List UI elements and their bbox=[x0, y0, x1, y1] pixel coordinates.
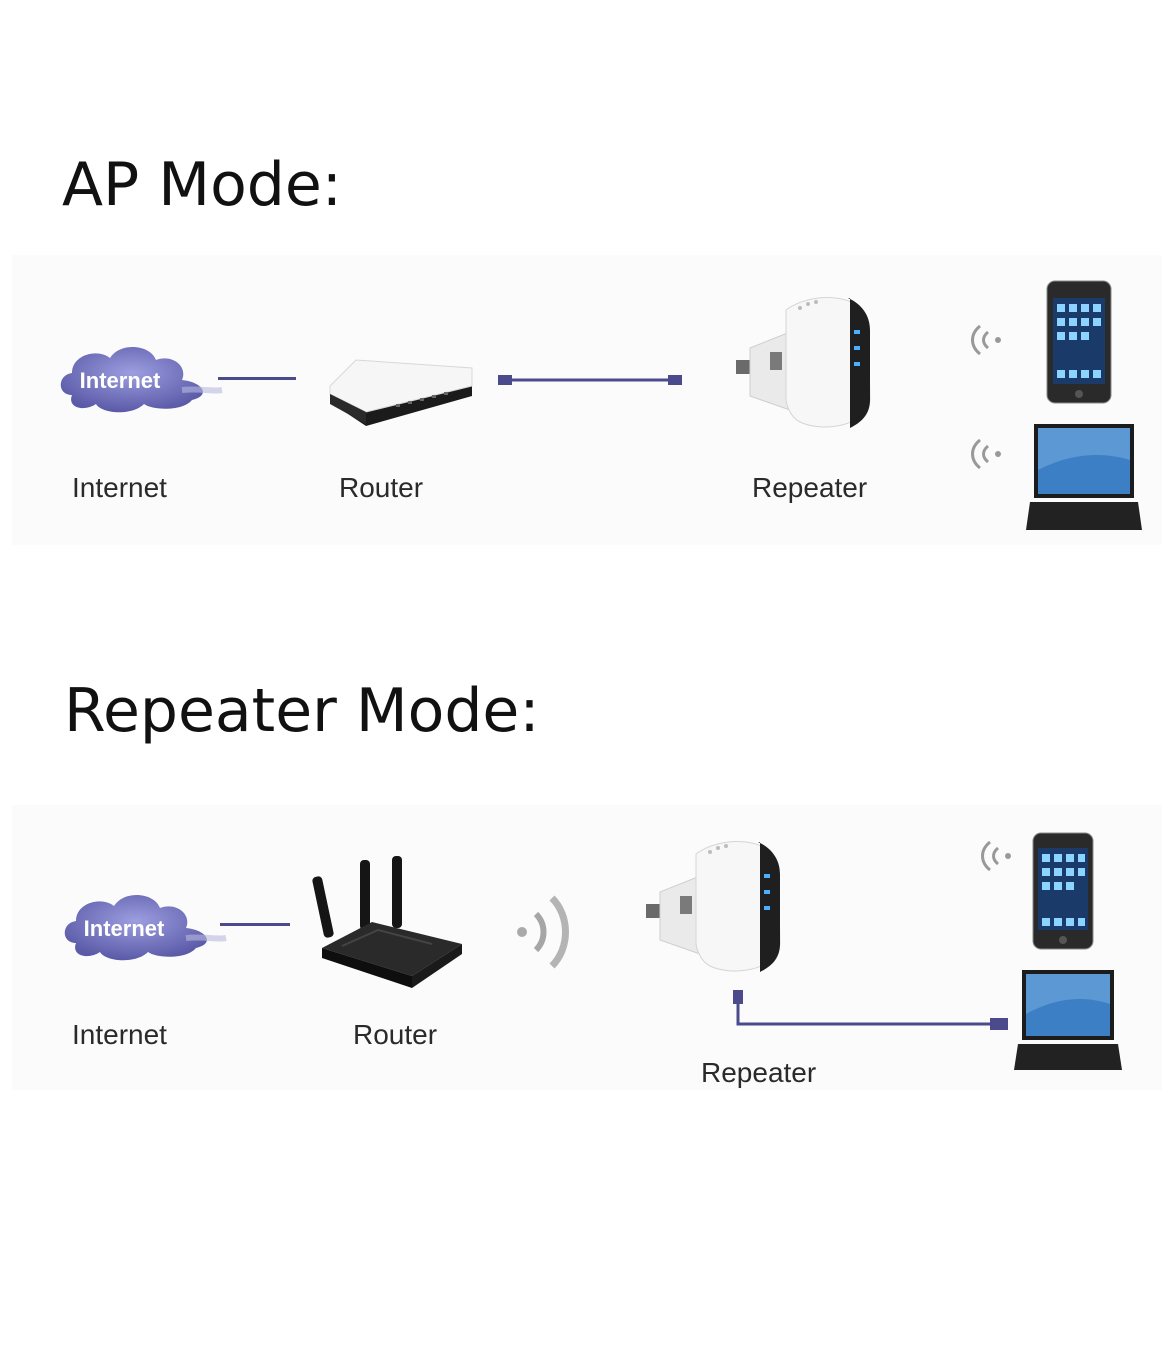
cloud-icon: Internet bbox=[60, 346, 223, 413]
repeater-icon bbox=[646, 841, 781, 972]
cloud-text: Internet bbox=[80, 368, 161, 393]
internet-label: Internet bbox=[72, 472, 167, 503]
laptop-icon bbox=[1026, 424, 1142, 530]
smartphone-icon bbox=[1032, 832, 1094, 950]
router-label: Router bbox=[339, 472, 424, 503]
smartphone-icon bbox=[1046, 280, 1112, 404]
wifi-signal-icon bbox=[981, 840, 1011, 872]
cloud-text: Internet bbox=[84, 916, 165, 941]
repeater-mode-diagram-panel bbox=[12, 805, 1162, 1090]
internet-router-link bbox=[218, 377, 296, 380]
ethernet-plug-icon bbox=[733, 990, 743, 1004]
ethernet-plug-icon bbox=[668, 375, 682, 385]
laptop-icon bbox=[1014, 970, 1122, 1070]
ap-mode-diagram-panel bbox=[12, 255, 1162, 545]
internet-router-link bbox=[220, 923, 290, 926]
wifi-signal-icon bbox=[971, 438, 1001, 470]
internet-label: Internet bbox=[72, 1019, 167, 1050]
repeater-label: Repeater bbox=[701, 1057, 817, 1088]
repeater-mode-title: Repeater Mode: bbox=[64, 676, 540, 746]
wifi-signal-icon bbox=[517, 895, 569, 969]
ethernet-cable bbox=[498, 375, 682, 385]
wifi-router-icon bbox=[312, 856, 462, 988]
repeater-label: Repeater bbox=[752, 472, 868, 503]
ethernet-plug-icon bbox=[990, 1018, 1008, 1030]
wifi-signal-icon bbox=[971, 324, 1001, 356]
ap-mode-title: AP Mode: bbox=[62, 150, 342, 220]
ethernet-plug-icon bbox=[498, 375, 512, 385]
repeater-icon bbox=[736, 297, 871, 428]
ethernet-cable bbox=[733, 990, 1008, 1030]
cloud-icon: Internet bbox=[64, 894, 227, 961]
router-icon bbox=[329, 359, 473, 426]
router-label: Router bbox=[353, 1019, 438, 1050]
